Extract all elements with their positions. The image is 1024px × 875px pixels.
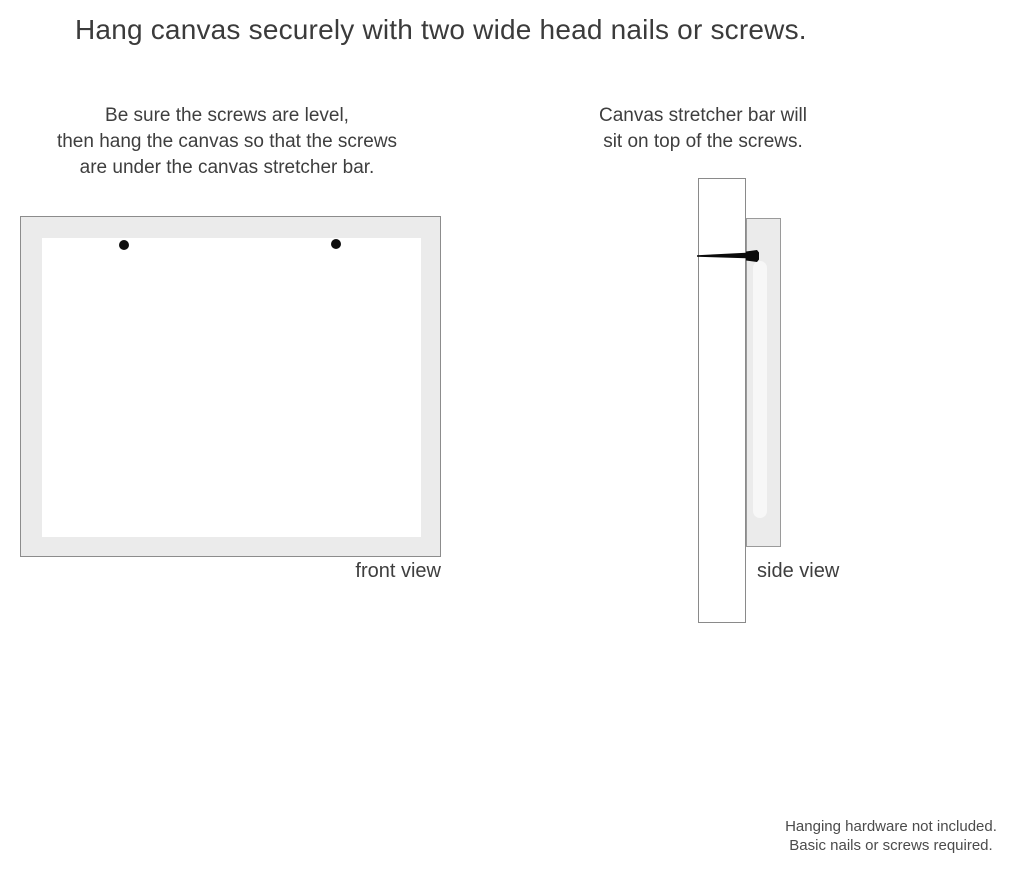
canvas-side-highlight bbox=[753, 261, 767, 518]
nail-icon bbox=[697, 250, 759, 262]
footnote-line: Basic nails or screws required. bbox=[789, 837, 993, 854]
instruction-line: sit on top of the screws. bbox=[603, 131, 803, 152]
front-view-label: front view bbox=[355, 560, 441, 582]
stretcher-bar-side bbox=[698, 178, 746, 623]
footnote-line: Hanging hardware not included. bbox=[785, 818, 997, 835]
canvas-side-profile bbox=[746, 218, 781, 547]
canvas-front-inner bbox=[42, 238, 421, 537]
side-view-label: side view bbox=[757, 560, 840, 582]
nail-head-left-icon bbox=[119, 240, 129, 250]
nail-head-right-icon bbox=[331, 239, 341, 249]
page-title: Hang canvas securely with two wide head … bbox=[75, 14, 807, 45]
instruction-side-view: Canvas stretcher bar will sit on top of … bbox=[553, 103, 853, 155]
instruction-line: Be sure the screws are level, bbox=[105, 105, 349, 126]
instruction-line: then hang the canvas so that the screws bbox=[56, 131, 398, 152]
instruction-line: are under the canvas stretcher bar. bbox=[79, 157, 375, 178]
front-view-diagram bbox=[20, 216, 441, 557]
instruction-line: Canvas stretcher bar will bbox=[598, 105, 808, 126]
instruction-front-view: Be sure the screws are level, then hang … bbox=[17, 103, 437, 181]
footnote: Hanging hardware not included. Basic nai… bbox=[741, 817, 1024, 855]
